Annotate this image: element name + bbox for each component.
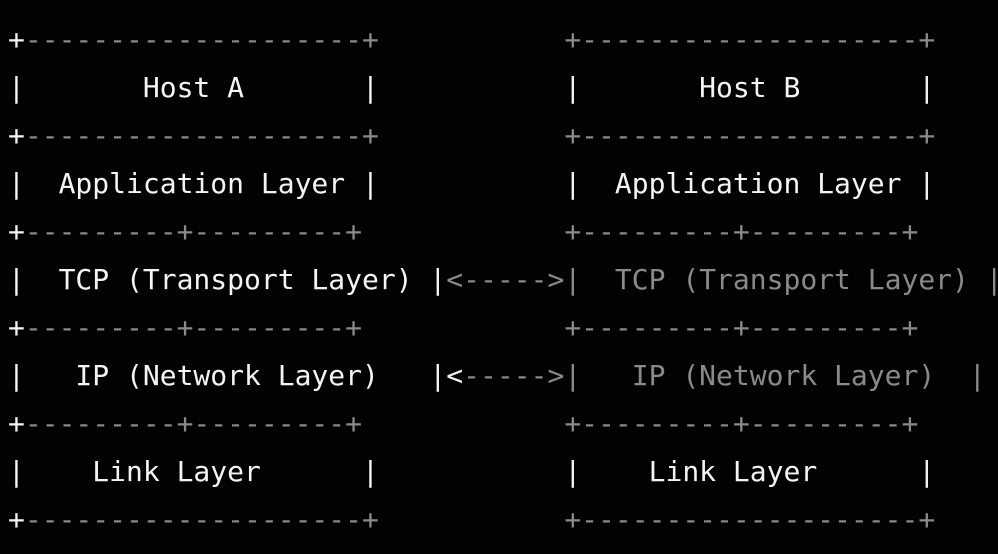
ip-layer-row: | IP (Network Layer) |<----->| IP (Netwo… — [8, 359, 986, 392]
link-layer-row: | Link Layer | | Link Layer | — [8, 455, 936, 488]
network-link-separator: +---------+---------+ +---------+-------… — [8, 407, 919, 440]
tcp-layer-row: | TCP (Transport Layer) |<----->| TCP (T… — [8, 263, 998, 296]
transport-network-separator: +---------+---------+ +---------+-------… — [8, 311, 919, 344]
titles-bottom-border: +--------------------+ +----------------… — [8, 119, 936, 152]
hosts-top-border: +--------------------+ +----------------… — [8, 23, 936, 56]
application-layer-row: | Application Layer | | Application Laye… — [8, 167, 936, 200]
hosts-bottom-border: +--------------------+ +----------------… — [8, 503, 936, 536]
host-titles-row: | Host A | | Host B | — [8, 71, 936, 104]
app-transport-separator: +---------+---------+ +---------+-------… — [8, 215, 919, 248]
